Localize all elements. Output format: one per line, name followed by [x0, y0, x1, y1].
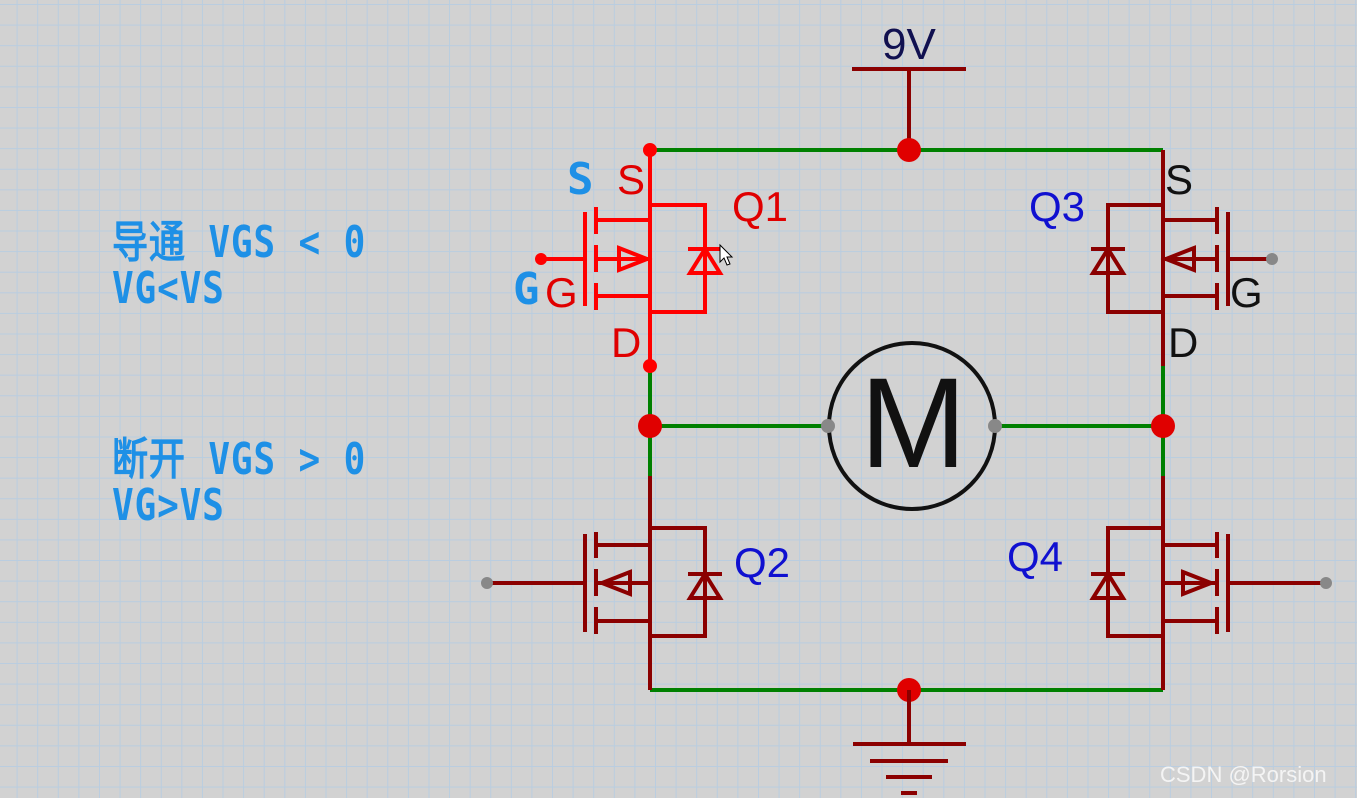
q1-drain-node[interactable] — [643, 359, 657, 373]
left-junction[interactable] — [638, 414, 662, 438]
motor-label: M — [860, 352, 967, 495]
motor-right-pin[interactable] — [988, 419, 1002, 433]
supply-terminal[interactable] — [852, 67, 966, 150]
q1-gate-node[interactable] — [535, 253, 547, 265]
top-junction[interactable] — [897, 138, 921, 162]
supply-label: 9V — [882, 20, 936, 69]
watermark-text: CSDN @Rorsion — [1160, 762, 1327, 787]
q1-drain-label: D — [611, 319, 642, 366]
q4-gate-pin[interactable] — [1320, 577, 1332, 589]
q3-gate-pin[interactable] — [1266, 253, 1278, 265]
q1-name-label: Q1 — [732, 183, 789, 230]
on-condition-text: 导通 VGS < 0 — [112, 217, 367, 268]
source-note-label: S — [567, 154, 594, 205]
gate-note-label: G — [513, 264, 540, 315]
q1-source-label: S — [617, 156, 646, 203]
q1-mosfet[interactable] — [541, 150, 724, 366]
q4-name-label: Q4 — [1007, 533, 1064, 580]
q3-drain-label: D — [1168, 319, 1199, 366]
q3-name-label: Q3 — [1029, 183, 1086, 230]
q2-gate-pin[interactable] — [481, 577, 493, 589]
q2-mosfet[interactable] — [487, 476, 724, 690]
right-junction[interactable] — [1151, 414, 1175, 438]
off-condition-subtext: VG>VS — [112, 480, 225, 531]
off-condition-text: 断开 VGS > 0 — [112, 434, 367, 485]
q2-name-label: Q2 — [734, 539, 791, 586]
motor-left-pin[interactable] — [821, 419, 835, 433]
on-condition-subtext: VG<VS — [112, 263, 225, 314]
q3-source-label: S — [1165, 156, 1194, 203]
q4-mosfet[interactable] — [1089, 476, 1326, 690]
ground-symbol[interactable] — [853, 690, 966, 795]
q3-gate-label: G — [1230, 269, 1263, 316]
mouse-cursor-icon — [719, 243, 734, 266]
q3-mosfet[interactable] — [1089, 150, 1272, 366]
q1-source-node[interactable] — [643, 143, 657, 157]
q1-gate-label: G — [545, 269, 578, 316]
